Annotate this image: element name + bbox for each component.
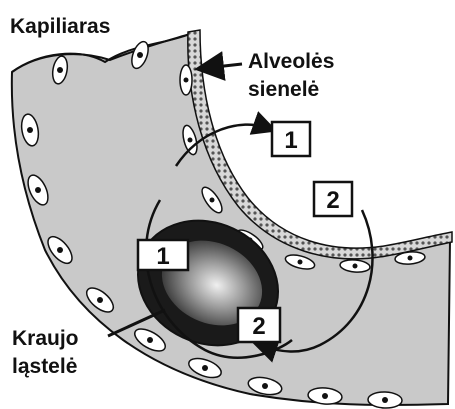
step-box-2-cell: 2 <box>238 308 280 342</box>
step-number: 1 <box>284 127 297 154</box>
step-number: 2 <box>252 313 265 340</box>
blood-cell-label-line2: ląstelė <box>12 355 77 378</box>
step-number: 1 <box>156 243 169 270</box>
alveolar-wall-leader <box>206 64 242 68</box>
step-box-1-cell: 1 <box>138 240 188 270</box>
capillary-label: Kapiliaras <box>10 15 110 38</box>
step-number: 2 <box>326 187 339 214</box>
blood-cell-label-line1: Kraujo <box>12 327 79 350</box>
alveolar-wall-label-line1: Alveolės <box>248 50 334 73</box>
step-box-1-top: 1 <box>272 122 310 156</box>
step-box-2-top: 2 <box>314 182 352 216</box>
alveolar-wall-label-line2: sienelė <box>248 78 319 101</box>
